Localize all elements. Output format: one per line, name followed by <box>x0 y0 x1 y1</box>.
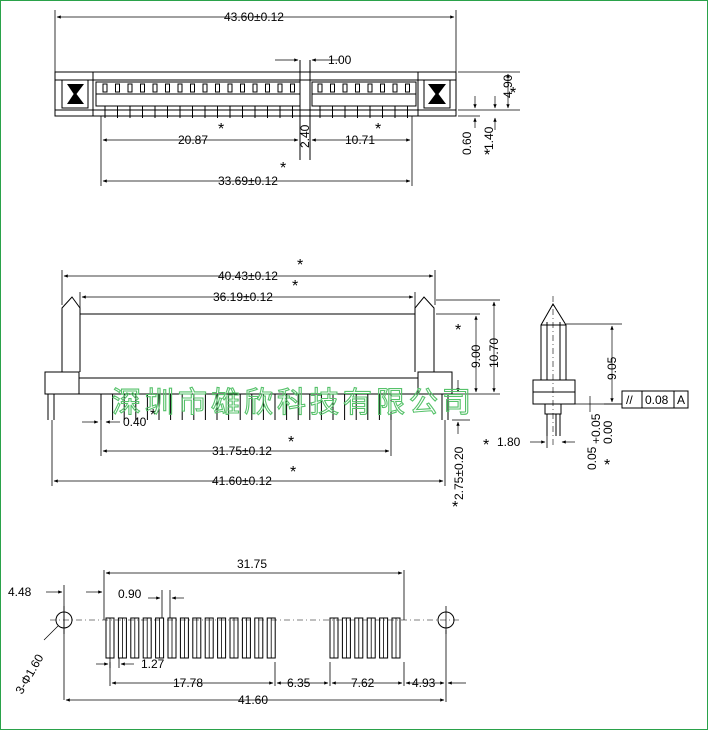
star-mark: * <box>452 499 458 516</box>
star-mark: * <box>455 322 461 339</box>
pcb-edge-offset: 4.48 <box>8 585 32 599</box>
top-pin <box>102 83 108 93</box>
star-mark: * <box>510 85 516 102</box>
pcb-total: 41.60 <box>238 693 268 707</box>
front-pin-length: 2.75±0.20 <box>452 446 466 500</box>
top-left-span: 20.87 <box>178 133 208 147</box>
star-mark: * <box>375 121 381 138</box>
top-offset-a: 0.60 <box>460 131 474 155</box>
pcb-left-group: 17.78 <box>173 676 203 690</box>
top-pin <box>127 83 133 93</box>
top-pin <box>277 83 283 93</box>
top-pin <box>330 83 335 93</box>
star-mark: * <box>484 147 490 164</box>
star-mark: * <box>483 437 489 454</box>
top-right-span: 10.71 <box>345 133 375 147</box>
top-pin <box>380 83 385 93</box>
star-mark: * <box>290 464 296 481</box>
star-mark: * <box>280 160 286 177</box>
top-view: 43.60±0.12 1.00 2.40 20.87 * <box>54 10 520 188</box>
star-mark: * <box>297 257 303 274</box>
top-pin <box>115 83 120 93</box>
parallel-symbol: // <box>626 393 633 407</box>
side-thickness: 1.80 <box>497 435 521 449</box>
front-inner-width: 36.19±0.12 <box>213 290 273 304</box>
top-pin <box>227 83 233 93</box>
top-gap: 2.40 <box>298 124 312 148</box>
top-total-span: 33.69±0.12 <box>218 174 278 188</box>
side-tol-base: 0.05 <box>585 446 599 470</box>
top-offset-b: 1.40 <box>482 126 496 150</box>
side-height: 9.05 <box>605 356 619 380</box>
pcb-hole-spec: 3-Φ1.60 <box>12 651 46 696</box>
datum-label: A <box>677 393 685 407</box>
front-base-width: 41.60±0.12 <box>212 474 272 488</box>
side-tol-zero: 0.00 <box>601 420 615 444</box>
star-mark: * <box>150 407 156 424</box>
front-height-b: 10.70 <box>487 338 501 368</box>
top-pin <box>317 83 323 93</box>
top-pin <box>405 83 410 93</box>
top-overall-width: 43.60±0.12 <box>224 10 284 24</box>
star-mark: * <box>288 434 294 451</box>
parallel-value: 0.08 <box>645 393 669 407</box>
top-pin-row-upper <box>102 83 410 93</box>
front-pin-span: 31.75±0.12 <box>212 444 272 458</box>
top-pin <box>177 83 183 93</box>
top-pin <box>265 83 270 93</box>
top-pin <box>367 83 373 93</box>
company-watermark: 深圳市雄欣科技有限公司 <box>112 385 475 419</box>
front-height-a: 9.00 <box>469 344 483 368</box>
pcb-span-top: 31.75 <box>237 557 267 571</box>
top-pin <box>252 83 258 93</box>
pcb-pin-grid <box>105 617 401 659</box>
top-pin <box>392 83 398 93</box>
pcb-right-group: 7.62 <box>351 676 375 690</box>
front-pin-offset: 0.40 <box>123 415 147 429</box>
front-pin-row <box>100 394 392 420</box>
top-pin <box>190 83 195 93</box>
pcb-pitch: 1.27 <box>141 657 165 671</box>
top-pin <box>215 83 220 93</box>
top-pin <box>140 83 145 93</box>
side-view: 9.05 // 0.08 A * 1.80 0.05 +0.05 0.00 * <box>483 296 689 474</box>
pcb-layout: 31.75 4.48 0.90 3-Φ1.60 1.27 17.78 <box>8 557 466 707</box>
top-pin <box>240 83 245 93</box>
top-pin <box>355 83 360 93</box>
top-height: 4.90 <box>501 74 515 98</box>
top-pin <box>202 83 208 93</box>
top-pin-pitch: 1.00 <box>328 53 352 67</box>
pcb-pin-width: 0.90 <box>118 587 142 601</box>
front-overall-width: 40.43±0.12 <box>218 269 278 283</box>
top-pin <box>342 83 348 93</box>
front-view: 40.43±0.12 * 36.19±0.12 * 0.40 * 31.75±0… <box>44 257 501 516</box>
top-pin <box>165 83 170 93</box>
top-pin <box>290 83 295 93</box>
pcb-gap: 6.35 <box>287 676 311 690</box>
star-mark: * <box>292 278 298 295</box>
pcb-right-edge: 4.93 <box>412 676 436 690</box>
top-pin <box>152 83 158 93</box>
side-tol-plus: +0.05 <box>589 413 603 444</box>
top-pin-row-lower <box>104 106 408 118</box>
star-mark: * <box>218 121 224 138</box>
star-mark: * <box>604 457 610 474</box>
